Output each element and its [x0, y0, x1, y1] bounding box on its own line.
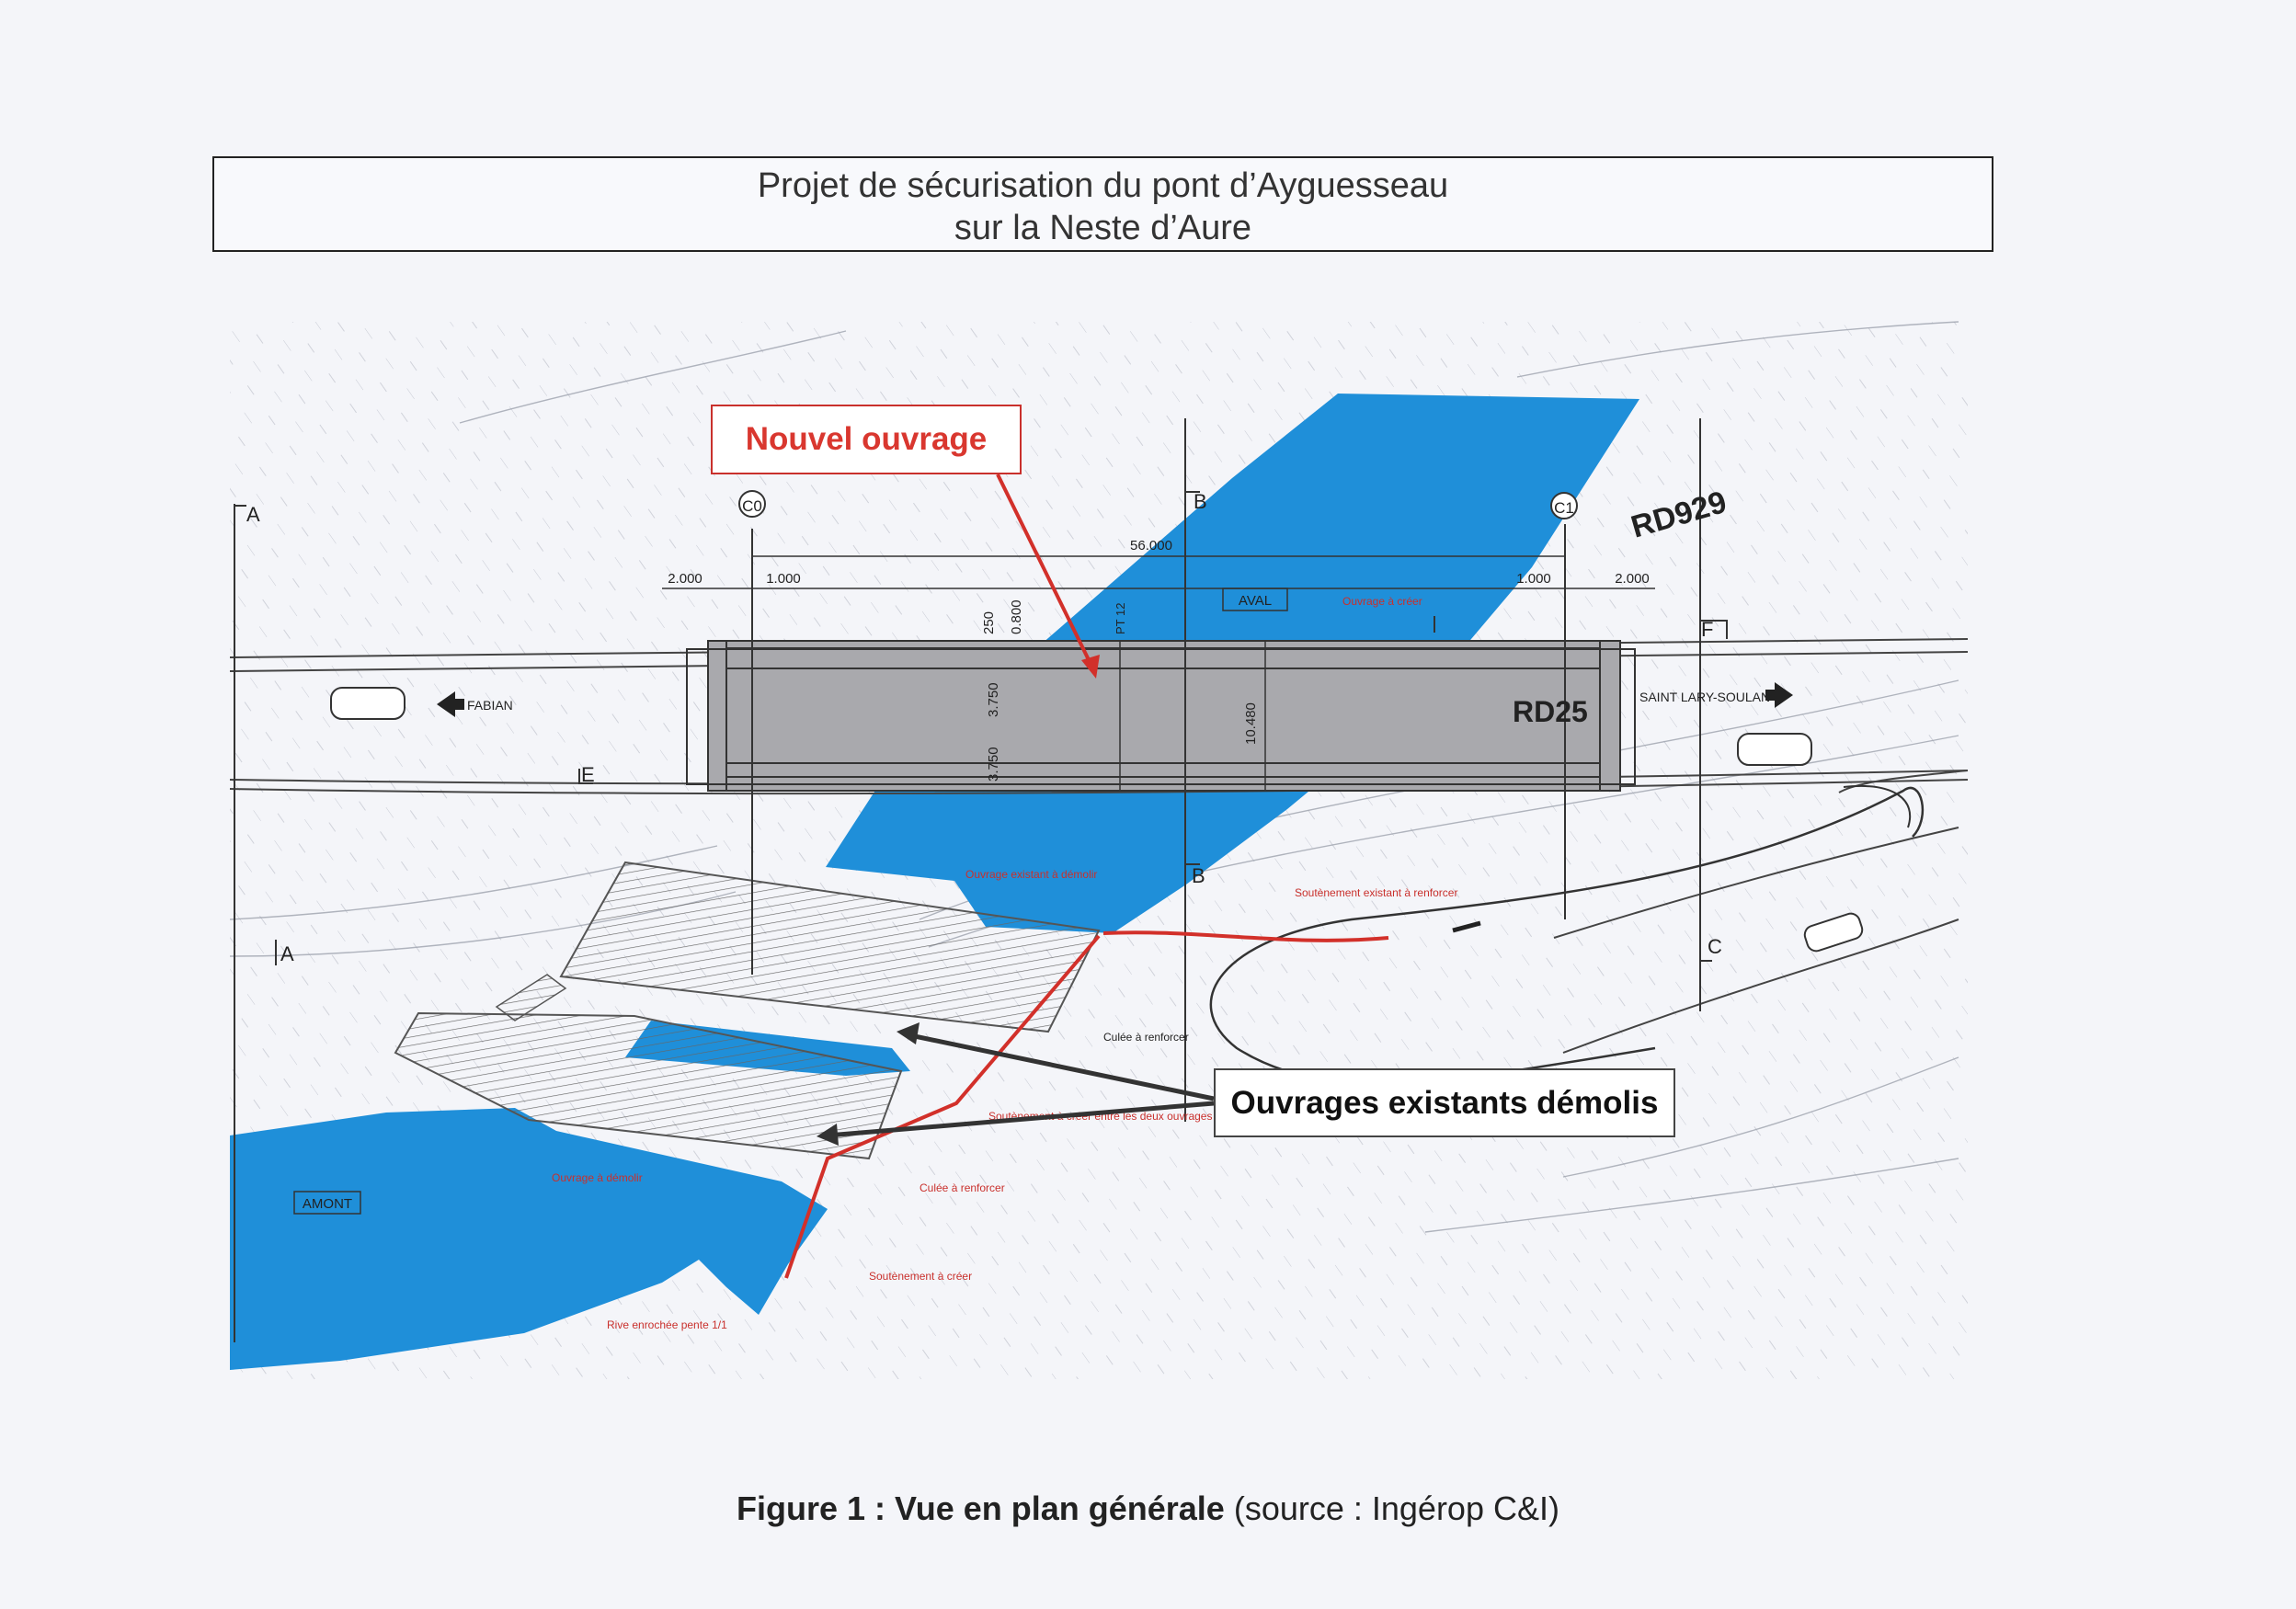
existing-bridge-lower [394, 1011, 903, 1160]
section-f: F [1701, 618, 1713, 641]
retaining-short-mark [1452, 920, 1481, 933]
dim-3750b: 3.750 [986, 747, 1001, 782]
demolished-arrowhead-1 [897, 1022, 920, 1044]
dim-left-offset: 2.000 [668, 571, 703, 587]
demolished-arrowhead-2 [817, 1124, 839, 1146]
note-culee-2: Culée à renforcer [920, 1181, 1005, 1194]
new-structure-pointer [996, 474, 1096, 672]
axis-label-c1: C1 [1554, 499, 1574, 517]
caption-source: (source : Ingérop C&I) [1224, 1489, 1559, 1527]
section-b-bottom: B [1192, 864, 1205, 887]
section-e: E [581, 763, 595, 786]
section-brackets [234, 491, 1728, 965]
demolished-pointer-1 [905, 1032, 1215, 1101]
section-c: C [1708, 935, 1722, 958]
arrow-left-icon [437, 691, 464, 717]
note-soutenement-creer: Soutènement à créer [869, 1270, 972, 1283]
note-culee-1: Culée à renforcer [1103, 1031, 1189, 1044]
road-rd25-label: RD25 [1513, 695, 1588, 728]
direction-right-label: SAINT LARY-SOULAN [1639, 690, 1770, 704]
dim-right-gap: 1.000 [1516, 571, 1551, 587]
existing-bridge-lower-left [495, 974, 567, 1021]
new-structure-arrowhead [1081, 655, 1100, 679]
car-icon [330, 687, 1864, 953]
axis-label-c0: C0 [742, 497, 762, 515]
aval-label: AVAL [1239, 593, 1272, 609]
section-a-bottom: A [280, 942, 294, 965]
note-ouvrage-a-creer: Ouvrage à créer [1342, 595, 1422, 608]
dim-right-offset: 2.000 [1615, 571, 1650, 587]
section-a-top: A [246, 503, 260, 526]
figure-caption: Figure 1 : Vue en plan générale (source … [0, 1489, 2296, 1528]
river-upstream [230, 1108, 828, 1370]
amont-box [293, 1191, 361, 1215]
dim-10480: 10.480 [1243, 702, 1259, 745]
new-deck [707, 640, 1621, 792]
dim-left-gap: 1.000 [766, 571, 801, 587]
amont-label: AMONT [303, 1196, 352, 1212]
deck-edge-lines [725, 641, 1601, 791]
dim-pt12: PT 12 [1114, 603, 1127, 634]
note-soutenement-existant: Soutènement existant à renforcer [1295, 886, 1457, 899]
axis-bubbles [738, 490, 1578, 519]
dim-0800: 0.800 [1009, 599, 1024, 634]
existing-bridge-upper [559, 861, 1101, 1033]
dim-250: 250 [981, 611, 997, 634]
demolished-pointer-2 [827, 1101, 1215, 1138]
section-b-top: B [1194, 490, 1207, 513]
demolished-structures-callout: Ouvrages existants démolis [1214, 1068, 1675, 1137]
aval-box [1222, 588, 1288, 611]
dim-3750a: 3.750 [986, 682, 1001, 717]
note-rive-enrochee: Rive enrochée pente 1/1 [607, 1318, 727, 1331]
retaining-wall-red [1102, 930, 1389, 942]
dim-span: 56.000 [1130, 538, 1172, 553]
dimension-lines [662, 555, 1655, 589]
title-line-2: sur la Neste d’Aure [954, 209, 1252, 247]
loop-inner [1843, 784, 1912, 828]
title-box: Projet de sécurisation du pont d’Ayguess… [212, 156, 1993, 252]
direction-left-label: FABIAN [467, 698, 513, 713]
axis-lines [234, 418, 1701, 1342]
arrow-right-icon [1765, 682, 1793, 708]
caption-bold: Figure 1 : Vue en plan générale [737, 1489, 1225, 1527]
title-line-1: Projet de sécurisation du pont d’Ayguess… [757, 166, 1449, 205]
note-ouvrage-existant: Ouvrage existant à démolir [965, 868, 1097, 881]
new-structure-callout: Nouvel ouvrage [711, 405, 1022, 474]
note-ouvrage-demolir: Ouvrage à démolir [552, 1171, 643, 1184]
